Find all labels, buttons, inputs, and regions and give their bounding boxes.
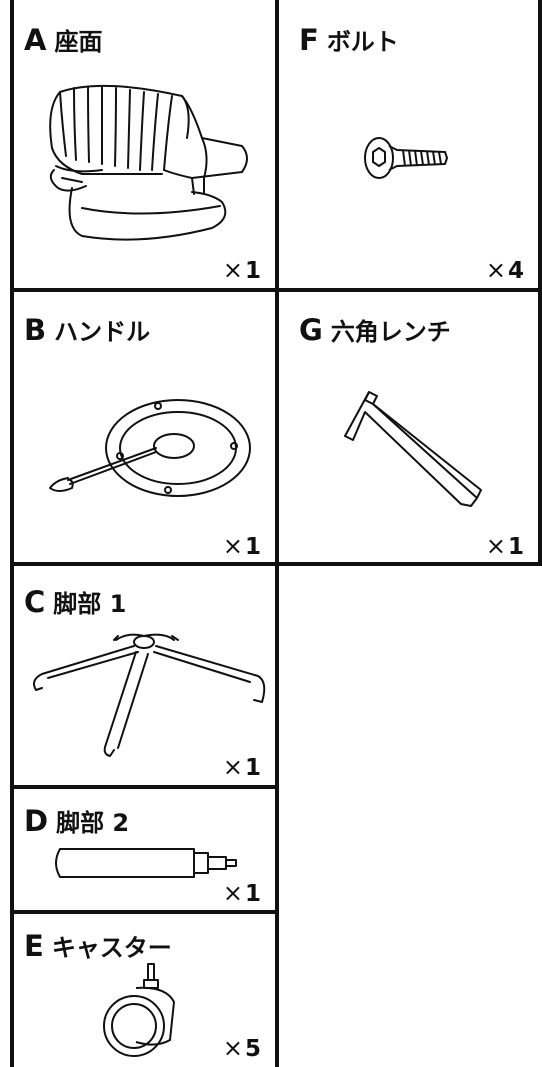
part-quantity: ×1 [222,753,261,781]
part-letter: B [24,313,47,347]
left-border [10,0,14,1067]
part-quantity: ×4 [485,256,524,284]
row-divider-3 [10,785,279,789]
part-letter: F [299,23,319,57]
caster-wheel-icon [96,962,196,1062]
part-name: 脚部 2 [56,809,130,837]
handle-plate-icon [38,396,258,506]
row-divider-1 [10,288,542,292]
center-divider [275,0,279,1067]
part-letter: D [24,804,49,838]
star-base-icon [18,626,268,766]
bolt-icon [361,128,451,188]
part-name: ハンドル [54,318,151,346]
part-name: 脚部 1 [53,590,127,618]
part-name: ボルト [326,28,399,56]
right-border [538,0,542,565]
part-name: 座面 [54,28,103,56]
row-divider-2 [10,562,542,566]
part-letter: G [299,313,323,347]
part-name: 六角レンチ [330,318,451,346]
part-quantity: ×1 [485,532,524,560]
part-letter: E [24,929,44,963]
part-quantity: ×1 [222,256,261,284]
gas-cylinder-icon [50,843,250,883]
row-divider-4 [10,910,279,914]
part-quantity: ×5 [222,1034,261,1062]
part-letter: C [24,585,46,619]
chair-seat-icon [42,78,252,248]
part-quantity: ×1 [222,879,261,907]
part-letter: A [24,23,47,57]
part-quantity: ×1 [222,532,261,560]
hex-wrench-icon [341,386,491,516]
part-name: キャスター [51,934,172,962]
